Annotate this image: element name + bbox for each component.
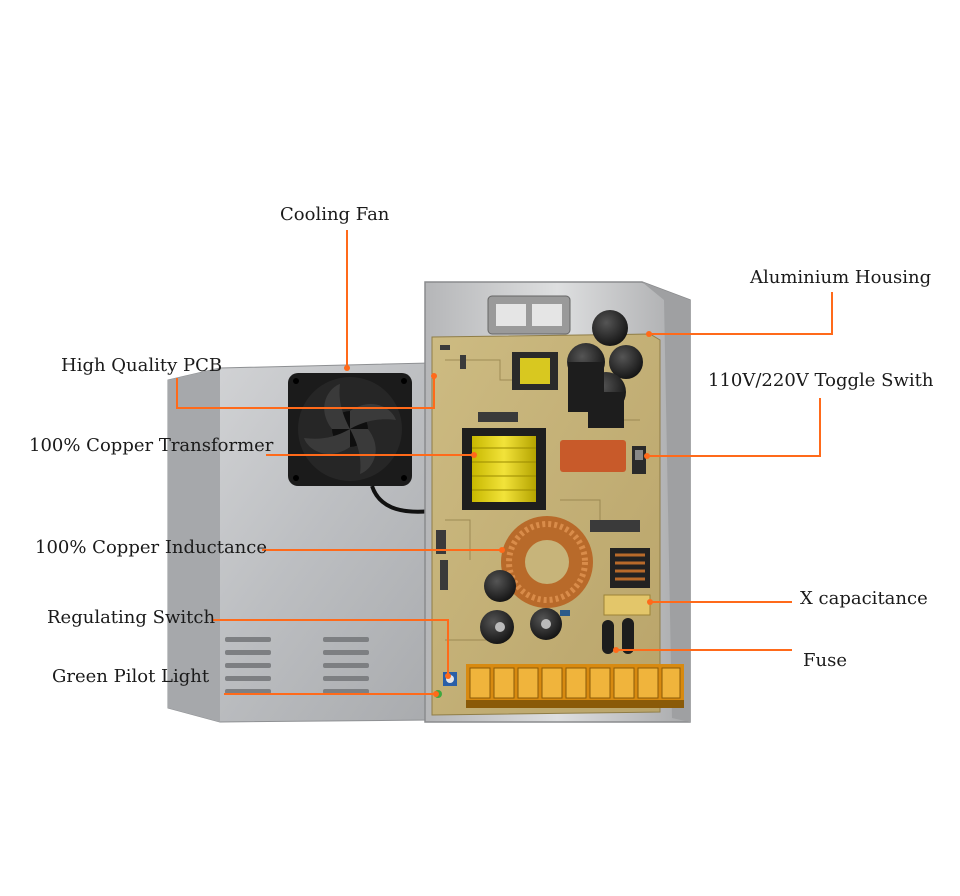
label-aluminium-housing: Aluminium Housing — [750, 267, 932, 288]
label-copper-transformer: 100% Copper Transformer — [29, 435, 274, 456]
label-regulating-switch: Regulating Switch — [47, 607, 216, 628]
label-x-capacitance: X capacitance — [800, 588, 928, 609]
transformer-icon — [462, 428, 546, 510]
toroid-inductor-icon — [501, 516, 593, 608]
small-transformer — [512, 352, 558, 390]
label-cooling-fan: Cooling Fan — [280, 204, 390, 225]
toggle-switch — [632, 446, 646, 474]
label-high-quality-pcb: High Quality PCB — [61, 355, 223, 376]
label-copper-inductance: 100% Copper Inductance — [35, 537, 268, 558]
label-toggle-switch: 110V/220V Toggle Swith — [708, 370, 934, 391]
lower-capacitors — [480, 570, 562, 644]
cover-vent-slots — [225, 637, 369, 694]
film-capacitor — [560, 440, 626, 472]
terminal-block — [466, 664, 684, 708]
label-fuse: Fuse — [803, 650, 847, 671]
coil-inductor — [610, 548, 650, 588]
leader-lines — [176, 230, 833, 697]
capacitor-bank — [567, 310, 643, 428]
fuse — [602, 618, 634, 654]
label-green-pilot-light: Green Pilot Light — [52, 666, 210, 687]
x-capacitor — [603, 594, 651, 616]
